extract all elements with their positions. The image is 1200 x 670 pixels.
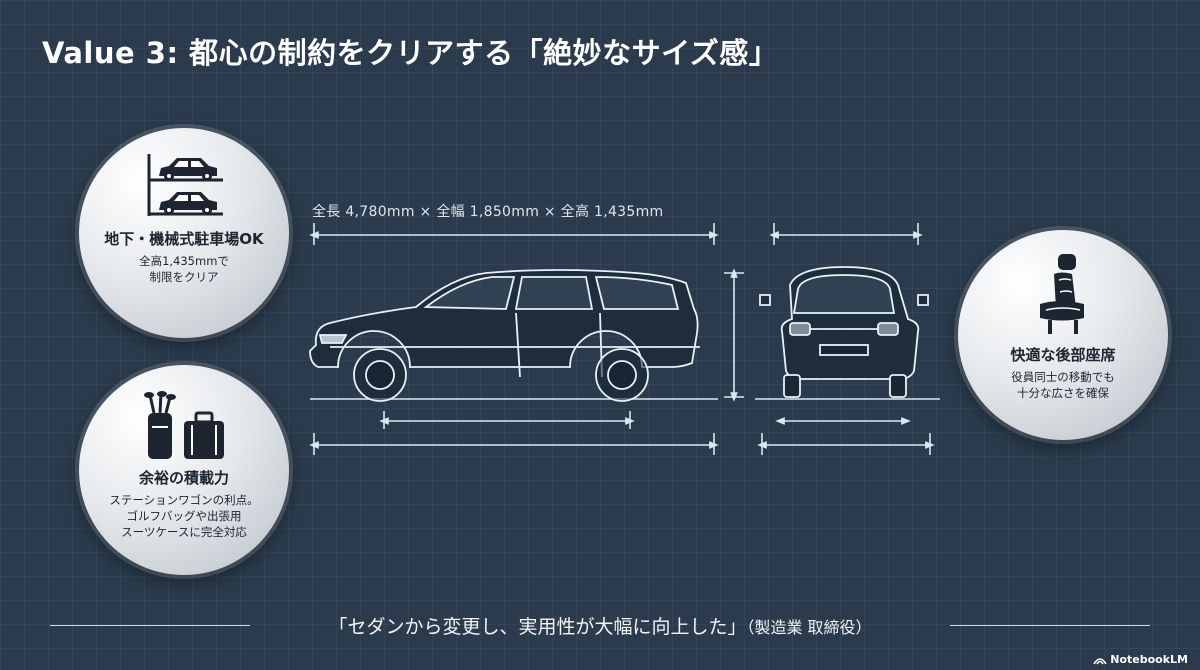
feature-parking: 地下・機械式駐車場OK 全高1,435mmで 制限をクリア	[79, 128, 289, 338]
car-rear-view	[759, 266, 929, 398]
badge-label: NotebookLM	[1110, 653, 1188, 666]
page-title: Value 3: 都心の制約をクリアする「絶妙なサイズ感」	[42, 36, 779, 70]
seat-desc-line-2: 十分な広さを確保	[1017, 386, 1109, 400]
quote-attribution: （製造業 取締役）	[746, 618, 872, 637]
parking-title: 地下・機械式駐車場OK	[104, 230, 264, 248]
cargo-desc-line-2: ゴルフバッグや出張用	[126, 509, 242, 523]
cargo-desc-line-1: ステーションワゴンの利点。	[109, 493, 259, 507]
testimonial-quote: 「セダンから変更し、実用性が大幅に向上した」（製造業 取締役）	[262, 612, 938, 639]
width-dimension-line	[769, 223, 923, 245]
parking-lift-icon	[79, 150, 289, 220]
feature-seat: 快適な後部座席 役員同士の移動でも 十分な広さを確保	[958, 230, 1168, 440]
wheelbase-dimension-line	[379, 411, 635, 429]
length-dimension-line	[309, 223, 719, 245]
quote-text: 「セダンから変更し、実用性が大幅に向上した」	[328, 616, 747, 638]
cargo-desc-line-3: スーツケースに完全対応	[121, 525, 247, 539]
bottom-width-dimension-line	[757, 433, 935, 455]
parking-desc-line-1: 全高1,435mmで	[139, 254, 229, 268]
seat-desc-line-1: 役員同士の移動でも	[1011, 370, 1115, 384]
feature-cargo: 余裕の積載力 ステーションワゴンの利点。 ゴルフバッグや出張用 スーツケースに完…	[79, 365, 289, 575]
car-blueprint	[309, 223, 940, 455]
seat-title: 快適な後部座席	[1010, 346, 1116, 364]
overall-bottom-dimension-line	[309, 433, 719, 455]
cargo-title: 余裕の積載力	[138, 469, 229, 487]
parking-desc-line-2: 制限をクリア	[149, 270, 219, 284]
dimensions-text: 全長 4,780mm × 全幅 1,850mm × 全高 1,435mm	[312, 204, 664, 220]
height-dimension-line	[724, 268, 744, 402]
quote-rule-right	[950, 625, 1150, 626]
car-seat-icon	[958, 252, 1168, 336]
notebooklm-logo-icon	[1093, 658, 1107, 665]
car-side-view	[309, 269, 700, 402]
golf-bag-suitcase-icon	[79, 391, 289, 463]
notebooklm-badge: NotebookLM	[1093, 653, 1188, 666]
quote-rule-left	[50, 625, 250, 626]
